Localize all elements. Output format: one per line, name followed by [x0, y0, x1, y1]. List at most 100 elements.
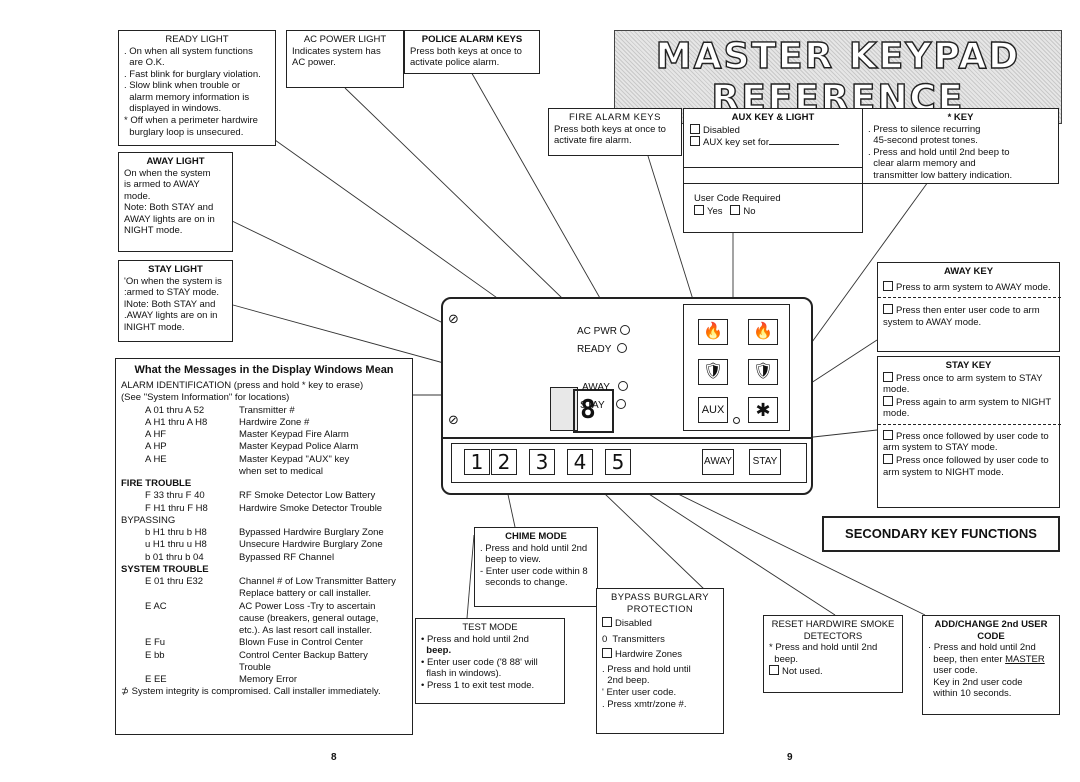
message-meaning: when set to medical: [239, 465, 323, 477]
bypass-hardwire: Hardwire Zones: [615, 649, 683, 661]
test-line: • Press and hold until 2nd: [421, 633, 529, 645]
title-line-1: MASTER KEYPAD: [655, 35, 1021, 77]
checkbox-icon: [883, 429, 893, 440]
away-key-heading: AWAY KEY: [943, 266, 994, 277]
away-key-box: AWAY KEY Press to arm system to AWAY mod…: [877, 262, 1061, 352]
police-key-left[interactable]: 🛡: [698, 359, 728, 385]
aux-user-code: User Code Required Yes No: [694, 193, 781, 217]
test-heading: TEST MODE: [462, 622, 518, 633]
message-code: E AC: [145, 600, 167, 612]
key-3[interactable]: 3: [529, 449, 555, 475]
message-meaning: Unsecure Hardwire Burglary Zone: [239, 539, 383, 551]
master-word: MASTER: [1005, 653, 1045, 665]
away-light-line: NIGHT mode.: [124, 225, 183, 237]
bypass-box: BYPASS BURGLARY PROTECTION Disabled 0 Tr…: [596, 588, 724, 734]
chime-line: beep to view.: [480, 554, 541, 566]
checkbox-icon: [730, 204, 741, 215]
alarm-id-label: ALARM IDENTIFICATION (press and hold * k…: [121, 380, 364, 392]
reset-box: RESET HARDWIRE SMOKE DETECTORS * Press a…: [763, 615, 903, 693]
ready-light-box: READY LIGHT . On when all system functio…: [118, 30, 276, 146]
reset-line: beep.: [769, 653, 799, 665]
bypass-line: ' Enter user code.: [602, 687, 677, 699]
aux-led-icon: [733, 417, 740, 424]
away-key[interactable]: AWAY: [702, 449, 734, 475]
star-key-box: * KEY . Press to silence recurring 45-se…: [863, 108, 1059, 184]
away-indicator: AWAY: [582, 381, 629, 394]
star-key[interactable]: ✱: [748, 397, 778, 423]
ready-light-line: are O.K.: [124, 57, 165, 69]
message-row: when set to medical: [121, 466, 407, 478]
checkbox-icon: [883, 371, 893, 382]
keypad-divider: [443, 437, 811, 439]
message-meaning: Memory Error: [239, 674, 298, 686]
message-meaning: Hardwire Smoke Detector Trouble: [239, 502, 383, 514]
message-code: A 01 thru A 52: [145, 404, 205, 416]
stay-light-box: STAY LIGHT 'On when the system is :armed…: [118, 260, 233, 342]
leader-test: [465, 534, 475, 631]
message-row: E EE Memory Error: [121, 674, 407, 686]
fire-line: activate fire alarm.: [554, 135, 632, 147]
aux-no-label: No: [743, 205, 756, 217]
fire-key-left[interactable]: 🔥: [698, 319, 728, 345]
key-1[interactable]: 1: [464, 449, 490, 475]
test-line: • Press 1 to exit test mode.: [421, 679, 535, 691]
system-trouble-heading: SYSTEM TROUBLE: [121, 563, 209, 575]
chime-heading: CHIME MODE: [505, 531, 567, 542]
stay-key-item: Press once followed by user code to arm …: [883, 430, 1052, 454]
stay-key-item: Press once to arm system to STAY mode.: [883, 372, 1045, 396]
away-light-box: AWAY LIGHT On when the system is armed t…: [118, 152, 233, 252]
message-code: A HP: [145, 441, 167, 453]
secondary-heading: SECONDARY KEY FUNCTIONS: [845, 526, 1037, 542]
aux-key[interactable]: AUX: [698, 397, 728, 423]
away-light-line: mode.: [124, 190, 151, 202]
message-meaning: RF Smoke Detector Low Battery: [239, 490, 376, 502]
message-meaning: Master Keypad Fire Alarm: [239, 429, 349, 441]
message-code: E EE: [145, 674, 167, 686]
leader-police: [469, 69, 618, 329]
checkbox-icon: [883, 454, 893, 465]
key-5[interactable]: 5: [605, 449, 631, 475]
police-key-right[interactable]: 🛡: [748, 359, 778, 385]
ac-pwr-indicator: AC PWR: [577, 325, 630, 338]
aux-key-box: AUX KEY & LIGHT Disabled AUX key set for…: [683, 108, 863, 233]
message-meaning: Control Center Backup Battery: [239, 649, 368, 661]
message-row: cause (breakers, general outage,: [121, 613, 407, 625]
message-row: etc.). As last resort call installer.: [121, 625, 407, 637]
footer-text: System integrity is compromised. Call in…: [131, 686, 381, 698]
message-meaning: Hardwire Zone #: [239, 416, 310, 428]
message-meaning: AC Power Loss -Try to ascertain: [239, 600, 376, 612]
key-2[interactable]: 2: [491, 449, 517, 475]
stay-light-line: lNote: Both STAY and: [124, 298, 216, 310]
stay-key[interactable]: STAY: [749, 449, 781, 475]
aux-divider: [684, 167, 862, 168]
aux-set-for-label: AUX key set for: [703, 137, 769, 149]
stay-key-box: STAY KEY Press once to arm system to STA…: [877, 356, 1061, 508]
display-window: [600, 389, 614, 433]
messages-footer: ⊅ System integrity is compromised. Call …: [121, 686, 381, 698]
bypass-line: 2nd beep.: [602, 675, 650, 687]
ready-light-line: . On when all system functions: [124, 45, 253, 57]
chime-mode-box: CHIME MODE . Press and hold until 2nd be…: [474, 527, 598, 607]
message-row: Replace battery or call installer.: [121, 588, 407, 600]
ready-light-line: alarm memory information is: [124, 91, 250, 103]
ready-light-line: burglary loop is unsecured.: [124, 126, 244, 138]
message-code: A H1 thru A H8: [145, 416, 208, 428]
add-change-box: ADD/CHANGE 2nd USER CODE · Press and hol…: [922, 615, 1060, 715]
stay-light-heading: STAY LIGHT: [148, 264, 203, 275]
key-4[interactable]: 4: [567, 449, 593, 475]
ac-power-line: AC power.: [292, 57, 336, 69]
bypass-line: . Press xmtr/zone #.: [602, 698, 687, 710]
fire-key-right[interactable]: 🔥: [748, 319, 778, 345]
led-icon: [618, 381, 629, 391]
test-line: flash in windows).: [421, 668, 502, 680]
message-meaning: cause (breakers, general outage,: [239, 612, 379, 624]
messages-heading: What the Messages in the Display Windows…: [134, 364, 394, 376]
bypass-transmitters: 0 Transmitters: [602, 633, 665, 645]
away-light-line: On when the system: [124, 167, 211, 179]
stay-light-line: .AWAY lights are on in: [124, 310, 218, 322]
